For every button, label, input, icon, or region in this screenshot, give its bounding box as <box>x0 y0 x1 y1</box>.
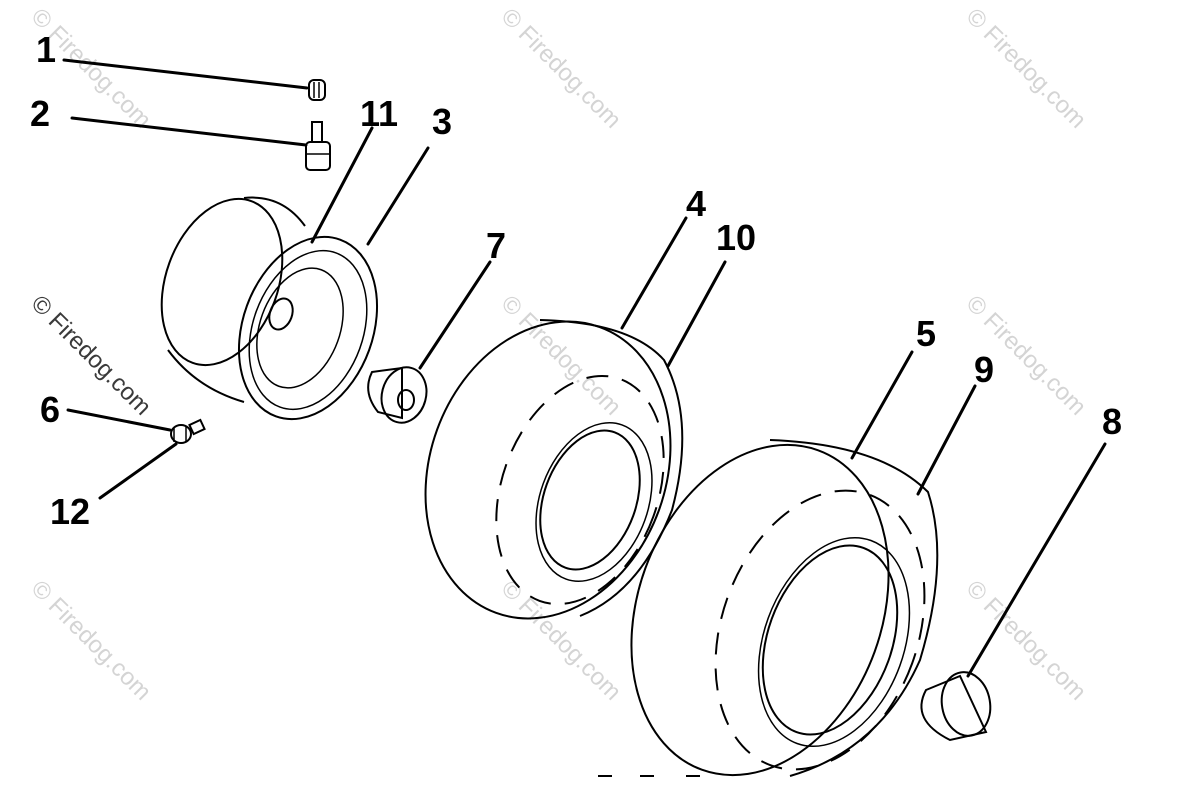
callout-8: 8 <box>1102 401 1122 442</box>
watermark-top-center: © Firedog.com <box>496 3 627 134</box>
watermarks: © Firedog.com © Firedog.com © Firedog.co… <box>26 3 1092 706</box>
part-rear-tire <box>630 439 939 777</box>
part-bushing <box>367 366 428 424</box>
callout-3: 3 <box>432 101 452 142</box>
callout-12: 12 <box>50 491 90 532</box>
callout-7: 7 <box>486 225 506 266</box>
leader-2 <box>70 116 308 147</box>
callout-4: 4 <box>686 183 706 224</box>
callout-11: 11 <box>360 93 398 134</box>
leader-3 <box>366 146 430 246</box>
watermark-bottom-left: © Firedog.com <box>26 575 157 706</box>
leader-6 <box>66 408 172 432</box>
leader-10 <box>666 260 727 368</box>
callout-2: 2 <box>30 93 50 134</box>
part-rim <box>160 196 379 421</box>
watermark-mid-center: © Firedog.com <box>496 290 627 421</box>
callout-numbers: 1 2 11 3 7 4 10 6 12 5 9 8 <box>30 29 1122 532</box>
leader-11 <box>310 126 374 244</box>
part-valve-stem <box>305 121 331 171</box>
leader-7 <box>418 260 492 370</box>
part-hub-cap <box>920 671 992 742</box>
leader-9 <box>916 384 977 496</box>
watermark-top-right: © Firedog.com <box>961 3 1092 134</box>
callout-5: 5 <box>916 313 936 354</box>
watermark-bottom-center: © Firedog.com <box>496 575 627 706</box>
leader-4 <box>620 216 688 330</box>
leader-12 <box>98 442 178 500</box>
leader-lines <box>62 58 1107 678</box>
watermark-bottom-right: © Firedog.com <box>961 575 1092 706</box>
part-grease-fitting <box>170 418 206 444</box>
callout-6: 6 <box>40 389 60 430</box>
leader-8 <box>966 442 1107 678</box>
leader-1 <box>62 58 309 90</box>
callout-1: 1 <box>36 29 56 70</box>
callout-9: 9 <box>974 349 994 390</box>
callout-10: 10 <box>716 217 756 258</box>
part-valve-cap <box>308 79 326 101</box>
leader-5 <box>850 350 914 460</box>
part-front-tire <box>424 319 684 620</box>
